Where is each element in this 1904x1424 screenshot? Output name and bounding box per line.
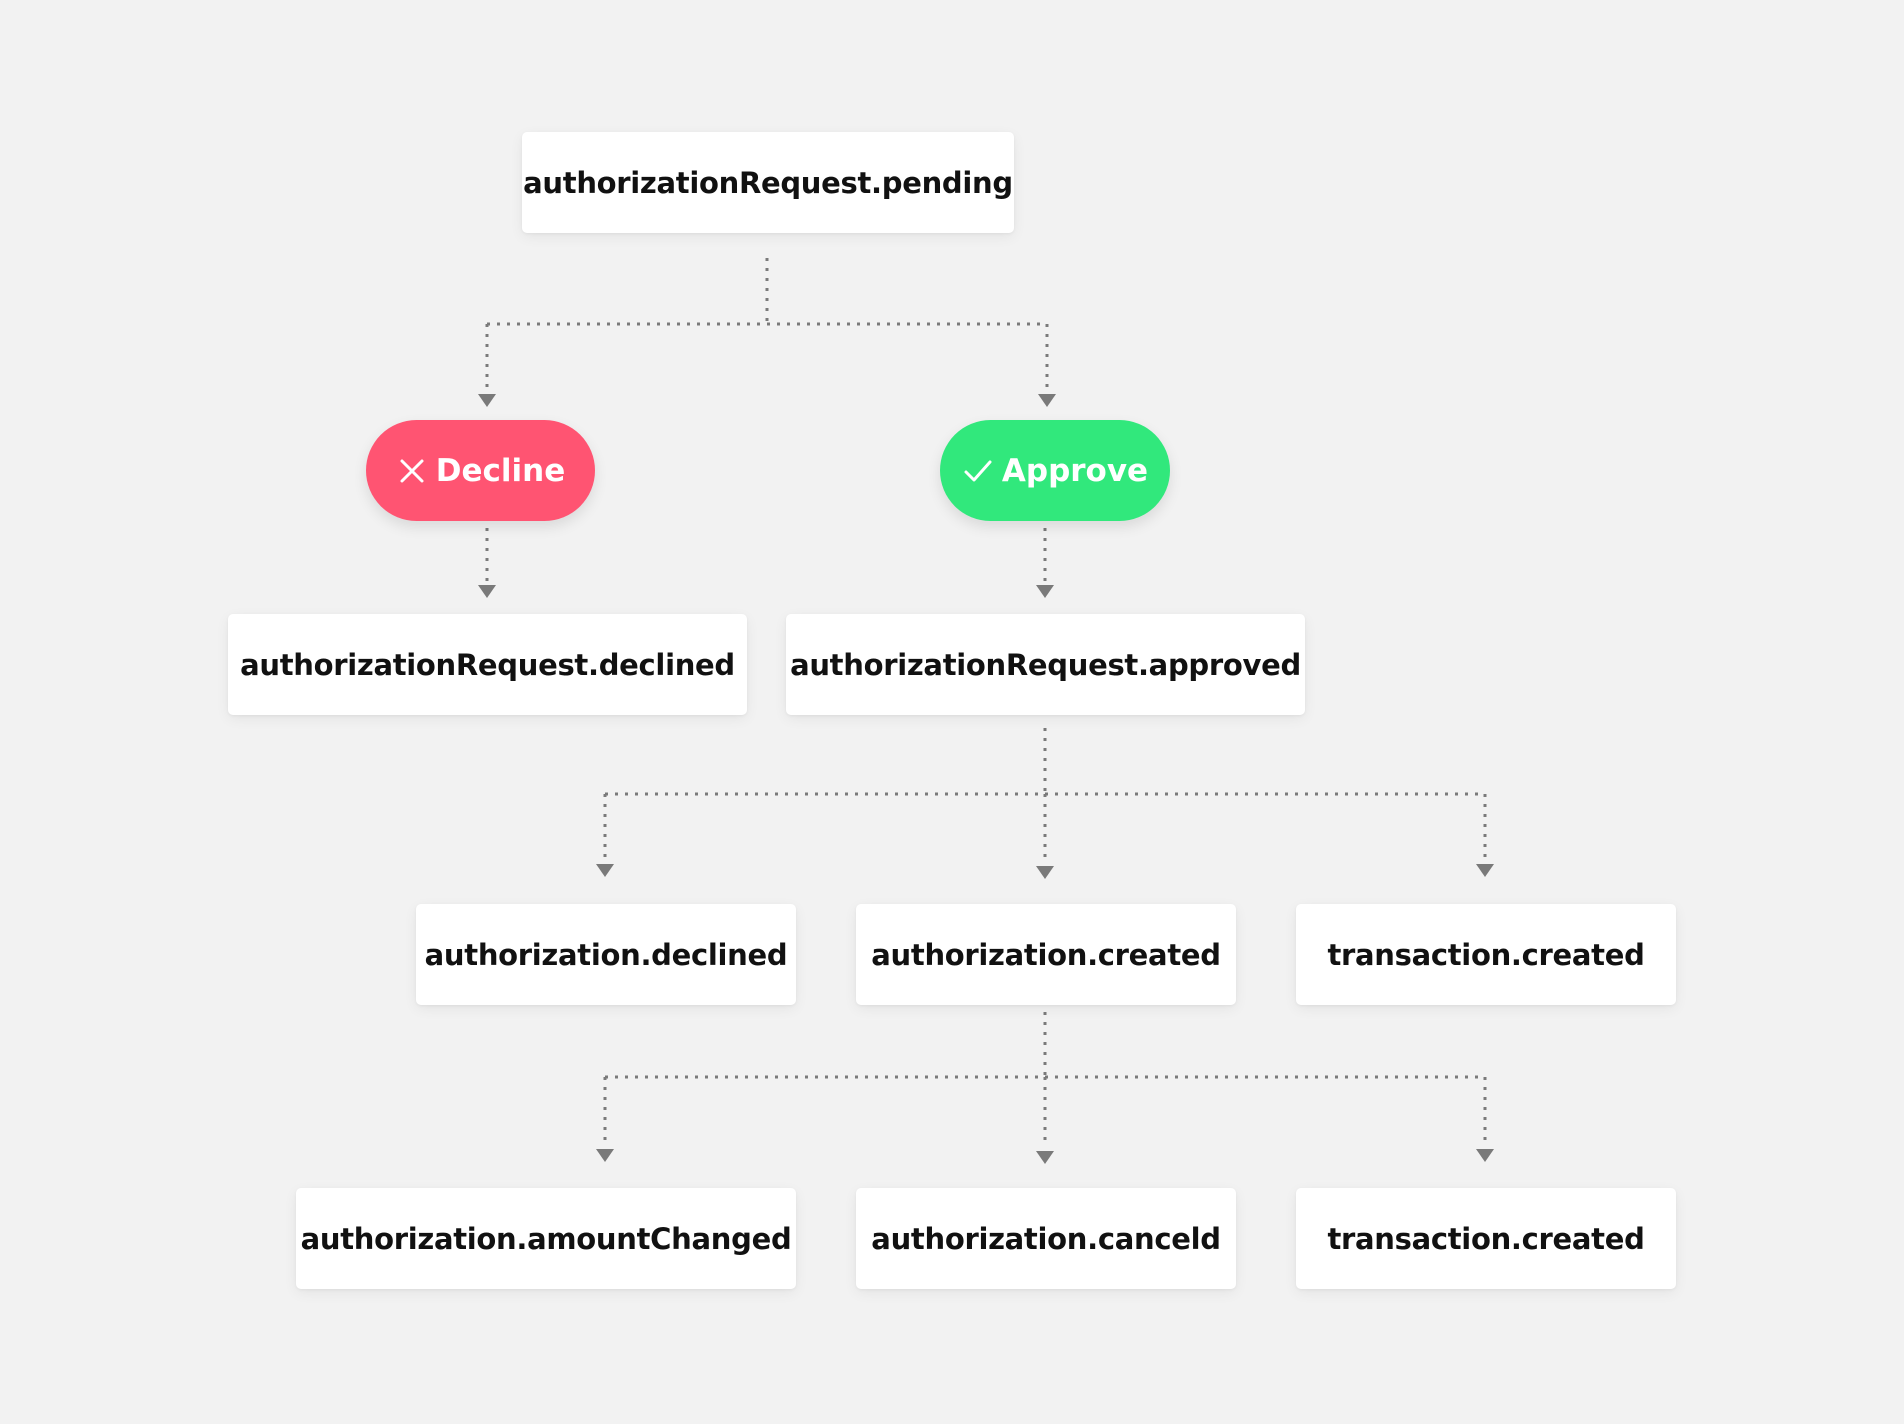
approve-button[interactable]: Approve bbox=[940, 420, 1170, 521]
check-icon bbox=[962, 455, 994, 487]
x-icon bbox=[396, 455, 428, 487]
decline-button[interactable]: Decline bbox=[366, 420, 595, 521]
node-authorization-declined: authorization.declined bbox=[416, 904, 796, 1005]
node-authorization-request-approved: authorizationRequest.approved bbox=[786, 614, 1305, 715]
node-transaction-created-2: transaction.created bbox=[1296, 1188, 1676, 1289]
node-authorization-created: authorization.created bbox=[856, 904, 1236, 1005]
node-authorization-request-declined: authorizationRequest.declined bbox=[228, 614, 747, 715]
arrowhead bbox=[478, 585, 496, 598]
node-authorization-amount-changed: authorization.amountChanged bbox=[296, 1188, 796, 1289]
arrowhead bbox=[1476, 1149, 1494, 1162]
node-authorization-request-pending: authorizationRequest.pending bbox=[522, 132, 1014, 233]
decline-label: Decline bbox=[435, 452, 566, 489]
arrowhead bbox=[1036, 1151, 1054, 1164]
connector-created-split bbox=[603, 1012, 1487, 1147]
connector-approved-split bbox=[603, 728, 1487, 862]
arrowhead bbox=[596, 1149, 614, 1162]
node-transaction-created: transaction.created bbox=[1296, 904, 1676, 1005]
connector-pending-split bbox=[485, 258, 1049, 390]
arrowhead bbox=[1476, 864, 1494, 877]
approve-label: Approve bbox=[1001, 452, 1149, 489]
arrowhead bbox=[478, 394, 496, 407]
arrowhead bbox=[1036, 585, 1054, 598]
arrowhead bbox=[596, 864, 614, 877]
arrowhead bbox=[1038, 394, 1056, 407]
arrowhead bbox=[1036, 866, 1054, 879]
node-authorization-canceled: authorization.canceld bbox=[856, 1188, 1236, 1289]
